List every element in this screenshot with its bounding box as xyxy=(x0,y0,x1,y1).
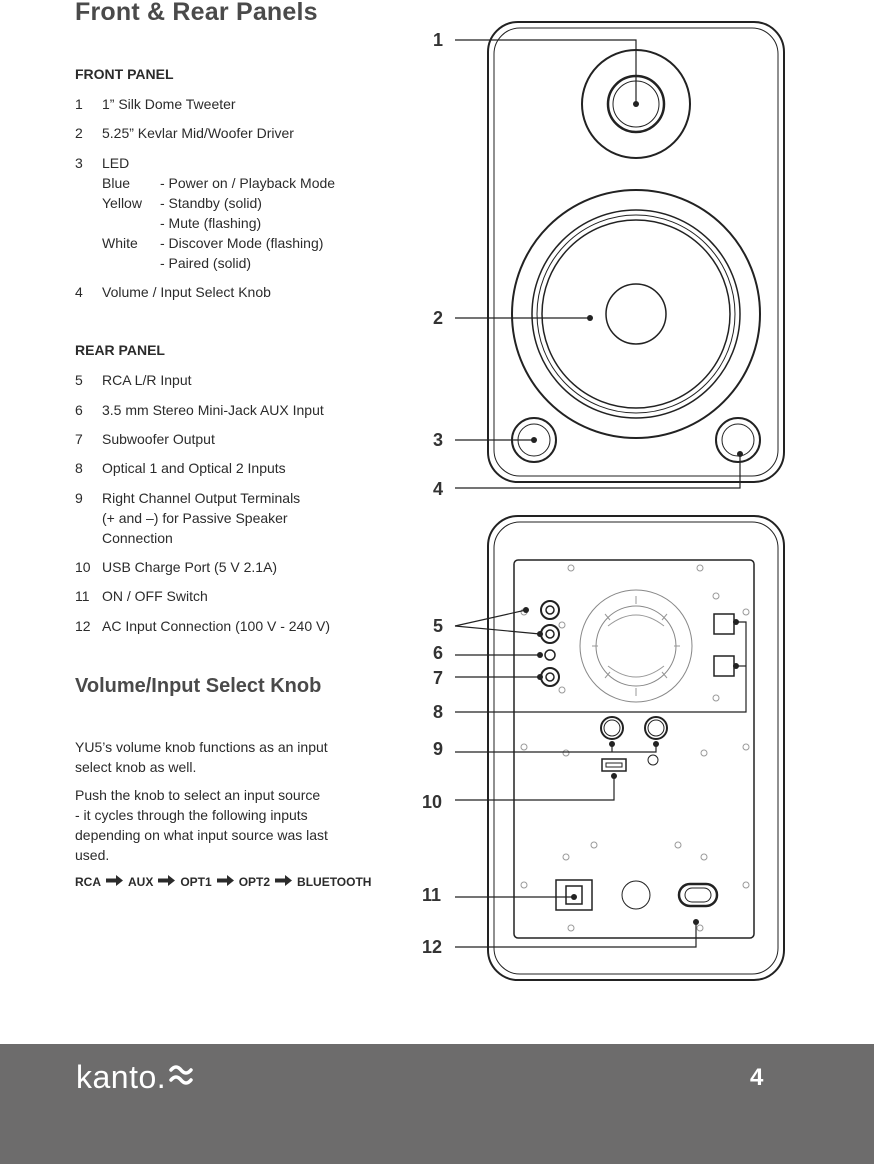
led-desc: - Discover Mode (flashing) xyxy=(160,235,324,251)
led-desc: - Mute (flashing) xyxy=(160,215,262,231)
flow-step: BLUETOOTH xyxy=(297,875,372,889)
item-text: ON / OFF Switch xyxy=(102,588,208,604)
item-number: 8 xyxy=(75,460,83,476)
arrow-right-icon xyxy=(106,875,123,889)
led-color: White xyxy=(102,235,138,251)
flow-step: OPT1 xyxy=(180,875,212,889)
text-line: used. xyxy=(75,847,110,863)
item-text: 3.5 mm Stereo Mini-Jack AUX Input xyxy=(102,402,324,418)
text-line: select knob as well. xyxy=(75,759,197,775)
item-number: 6 xyxy=(75,402,83,418)
callout-9: 9 xyxy=(433,739,444,759)
item-number: 11 xyxy=(75,588,90,604)
item-text: Volume / Input Select Knob xyxy=(102,284,271,300)
text-line: Push the knob to select an input source xyxy=(75,787,321,803)
item-number: 1 xyxy=(75,96,83,112)
kanto-wave-icon xyxy=(168,1059,194,1096)
led-desc: - Power on / Playback Mode xyxy=(160,175,336,191)
item-text: 5.25” Kevlar Mid/Woofer Driver xyxy=(102,125,294,141)
callout-11: 11 xyxy=(422,885,442,905)
item-number: 7 xyxy=(75,431,83,447)
item-number: 5 xyxy=(75,372,83,388)
callout-12: 12 xyxy=(422,937,443,957)
text-line: - it cycles through the following inputs xyxy=(75,807,308,823)
item-number: 10 xyxy=(75,559,91,575)
callout-7: 7 xyxy=(433,668,444,688)
item-text: LED xyxy=(102,155,130,171)
callout-4: 4 xyxy=(433,479,444,499)
item-text: Optical 1 and Optical 2 Inputs xyxy=(102,460,286,476)
logo-text: kanto. xyxy=(76,1059,167,1095)
callout-lines xyxy=(454,39,747,948)
led-desc: - Paired (solid) xyxy=(160,255,252,271)
item-text: Subwoofer Output xyxy=(102,431,215,447)
item-text: 1” Silk Dome Tweeter xyxy=(102,96,236,112)
item-number: 2 xyxy=(75,125,83,141)
text-line: depending on what input source was last xyxy=(75,827,328,843)
callout-6: 6 xyxy=(433,643,444,663)
item-text: RCA L/R Input xyxy=(102,372,192,388)
rear-speaker-illustration xyxy=(487,515,785,981)
item-text-line: Right Channel Output Terminals xyxy=(102,490,301,506)
item-text-line: (+ and –) for Passive Speaker xyxy=(102,510,288,526)
footer-bar xyxy=(0,1044,874,1164)
callout-10: 10 xyxy=(422,792,443,812)
knob-paragraph-2: Push the knob to select an input source … xyxy=(75,785,395,865)
page-title: Front & Rear Panels xyxy=(75,0,318,26)
callout-1: 1 xyxy=(433,30,444,50)
knob-paragraph-1: YU5’s volume knob functions as an input … xyxy=(75,737,395,777)
item-text: AC Input Connection (100 V - 240 V) xyxy=(102,618,331,634)
flow-step: RCA xyxy=(75,875,101,889)
item-number: 9 xyxy=(75,490,83,506)
callout-2: 2 xyxy=(433,308,444,328)
rear-panel-heading: REAR PANEL xyxy=(75,342,165,358)
callout-5: 5 xyxy=(433,616,444,636)
callout-3: 3 xyxy=(433,430,444,450)
front-panel-heading: FRONT PANEL xyxy=(75,66,174,82)
arrow-right-icon xyxy=(275,875,293,889)
flow-step: OPT2 xyxy=(238,875,271,889)
item-text: USB Charge Port (5 V 2.1A) xyxy=(102,559,278,575)
knob-section-heading: Volume/Input Select Knob xyxy=(75,675,322,697)
callout-8: 8 xyxy=(433,702,444,722)
led-color: Blue xyxy=(102,175,131,191)
item-number: 12 xyxy=(75,618,91,634)
kanto-logo: kanto. xyxy=(76,1059,194,1096)
flow-step: AUX xyxy=(128,875,154,889)
front-speaker-illustration xyxy=(487,21,785,483)
item-text-line: Connection xyxy=(102,530,173,546)
arrow-right-icon xyxy=(216,875,234,889)
led-color: Yellow xyxy=(102,195,142,211)
page-number: 4 xyxy=(750,1064,764,1091)
input-cycle-flow: RCA AUX OPT1 OPT2 BLUETOOTH xyxy=(75,875,371,889)
led-desc: - Standby (solid) xyxy=(160,195,262,211)
item-number: 4 xyxy=(75,284,83,300)
text-line: YU5’s volume knob functions as an input xyxy=(75,739,328,755)
item-number: 3 xyxy=(75,155,83,171)
arrow-right-icon xyxy=(158,875,176,889)
speaker-panels-diagram xyxy=(454,21,785,981)
